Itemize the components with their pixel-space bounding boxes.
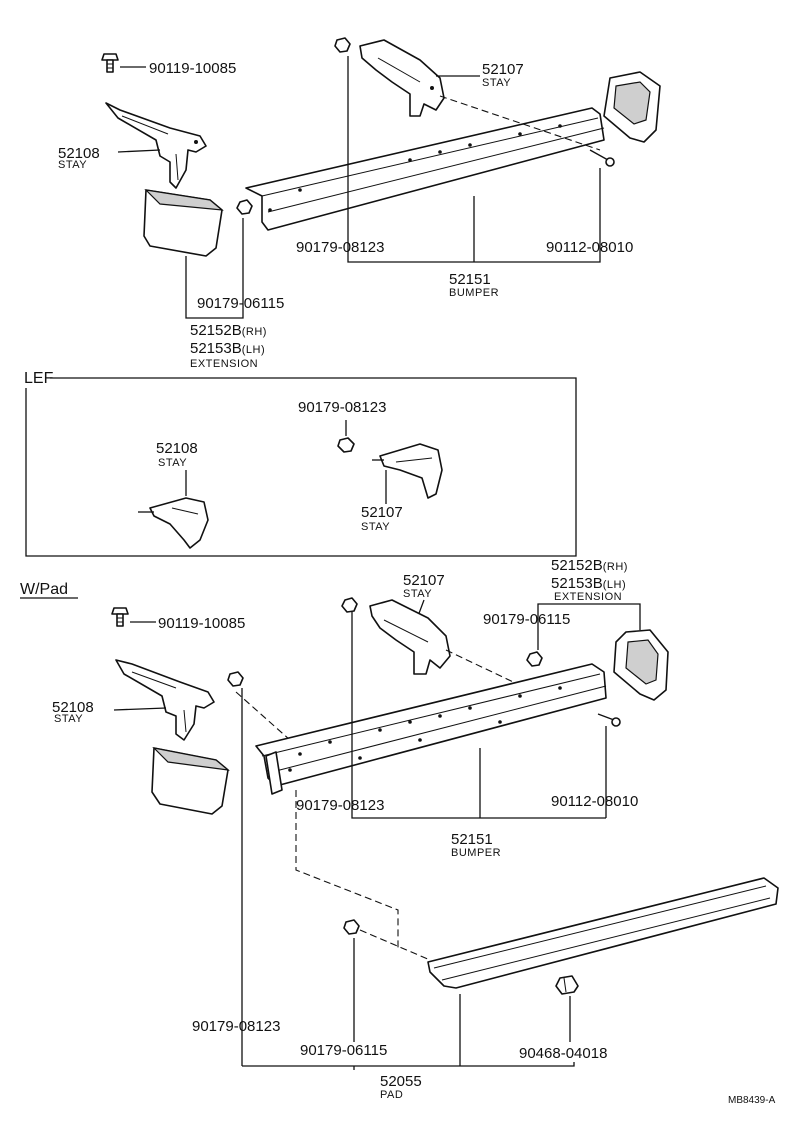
wpad-bolt-drawing (111, 607, 156, 627)
wpad-extension-caption: EXTENSION (554, 591, 622, 603)
wpad-bumper-drawing (255, 663, 607, 795)
wpad-stay-left-part-number: 52108 (52, 699, 94, 716)
wpad-nut-f-part-number: 90179-08123 (192, 1018, 280, 1035)
bolt-b-part-number: 90112-08010 (546, 239, 633, 256)
lef-stay-right-caption: STAY (361, 521, 390, 533)
pad-part-number: 52055 (380, 1073, 422, 1090)
stay-left-caption: STAY (58, 159, 87, 171)
wpad-extension-rh-part-number: 52152B(RH) (551, 557, 628, 574)
clip-drawing (555, 975, 579, 995)
bolt-drawing (101, 53, 146, 73)
pad-drawing (427, 877, 779, 989)
lef-stay-left-drawing (138, 497, 209, 549)
wpad-stay-right-part-number: 52107 (403, 572, 445, 589)
top-section: 90119-10085 52108 STAY 90179-06115 52152… (58, 37, 661, 370)
extension-caption: EXTENSION (190, 358, 258, 370)
bumper-caption: BUMPER (449, 287, 499, 299)
drawing-code: MB8439-A (728, 1095, 776, 1106)
wpad-bolt-part-number: 90119-10085 (158, 615, 245, 632)
clip-part-number: 90468-04018 (519, 1045, 607, 1062)
wpad-stay-left-drawing (115, 659, 215, 741)
lef-section: LEF 90179-08123 52108 STAY 52107 STAY (24, 370, 577, 557)
extension-right-drawing (603, 71, 661, 143)
wpad-nut-g-drawing (343, 919, 360, 935)
stay-left-part-number: 52108 (58, 145, 100, 162)
bumper-part-number: 52151 (449, 271, 491, 288)
bolt-part-number: 90119-10085 (149, 60, 236, 77)
lef-stay-left-caption: STAY (158, 457, 187, 469)
lef-nut-drawing (337, 437, 355, 453)
wpad-title: W/Pad (20, 581, 68, 598)
wpad-nut-e-drawing (526, 651, 543, 667)
pad-caption: PAD (380, 1089, 403, 1101)
bolt-b-drawing (589, 149, 615, 167)
lef-title: LEF (24, 370, 54, 387)
lef-stay-right-drawing (372, 443, 443, 499)
lef-stay-right-part-number: 52107 (361, 504, 403, 521)
wpad-section: W/Pad 52107 STAY 52152B(RH) 52153B(LH) E… (20, 557, 779, 1101)
wpad-nut-g-part-number: 90179-06115 (300, 1042, 387, 1059)
wpad-stay-left-caption: STAY (54, 713, 83, 725)
extension-rh-part-number: 52152B(RH) (190, 322, 267, 339)
stay-left-drawing (105, 102, 207, 189)
wpad-bumper-part-number: 52151 (451, 831, 493, 848)
wpad-stay-right-drawing (369, 599, 451, 675)
stay-right-drawing (359, 39, 445, 117)
lef-nut-part-number: 90179-08123 (298, 399, 386, 416)
wpad-extension-right-drawing (613, 629, 669, 701)
lef-stay-left-part-number: 52108 (156, 440, 198, 457)
stay-right-caption: STAY (482, 77, 511, 89)
wpad-bolt-b-drawing (597, 713, 621, 727)
nut-a-part-number: 90179-08123 (296, 239, 384, 256)
stay-right-part-number: 52107 (482, 61, 524, 78)
wpad-nut-a-part-number: 90179-08123 (296, 797, 384, 814)
wpad-bumper-caption: BUMPER (451, 847, 501, 859)
extension-left-drawing (143, 189, 224, 257)
wpad-extension-lh-part-number: 52153B(LH) (551, 575, 626, 592)
wpad-nut-a-drawing (341, 597, 358, 613)
wpad-nut-e-part-number: 90179-06115 (483, 611, 570, 628)
nut-a-drawing (334, 37, 351, 53)
wpad-stay-right-caption: STAY (403, 588, 432, 600)
extension-lh-part-number: 52153B(LH) (190, 340, 265, 357)
nut-c-part-number: 90179-06115 (197, 295, 284, 312)
wpad-extension-left-drawing (151, 747, 230, 815)
nut-c-drawing (236, 199, 253, 215)
wpad-nut-f-drawing (227, 671, 244, 687)
bumper-drawing (245, 107, 605, 231)
wpad-bolt-b-part-number: 90112-08010 (551, 793, 638, 810)
